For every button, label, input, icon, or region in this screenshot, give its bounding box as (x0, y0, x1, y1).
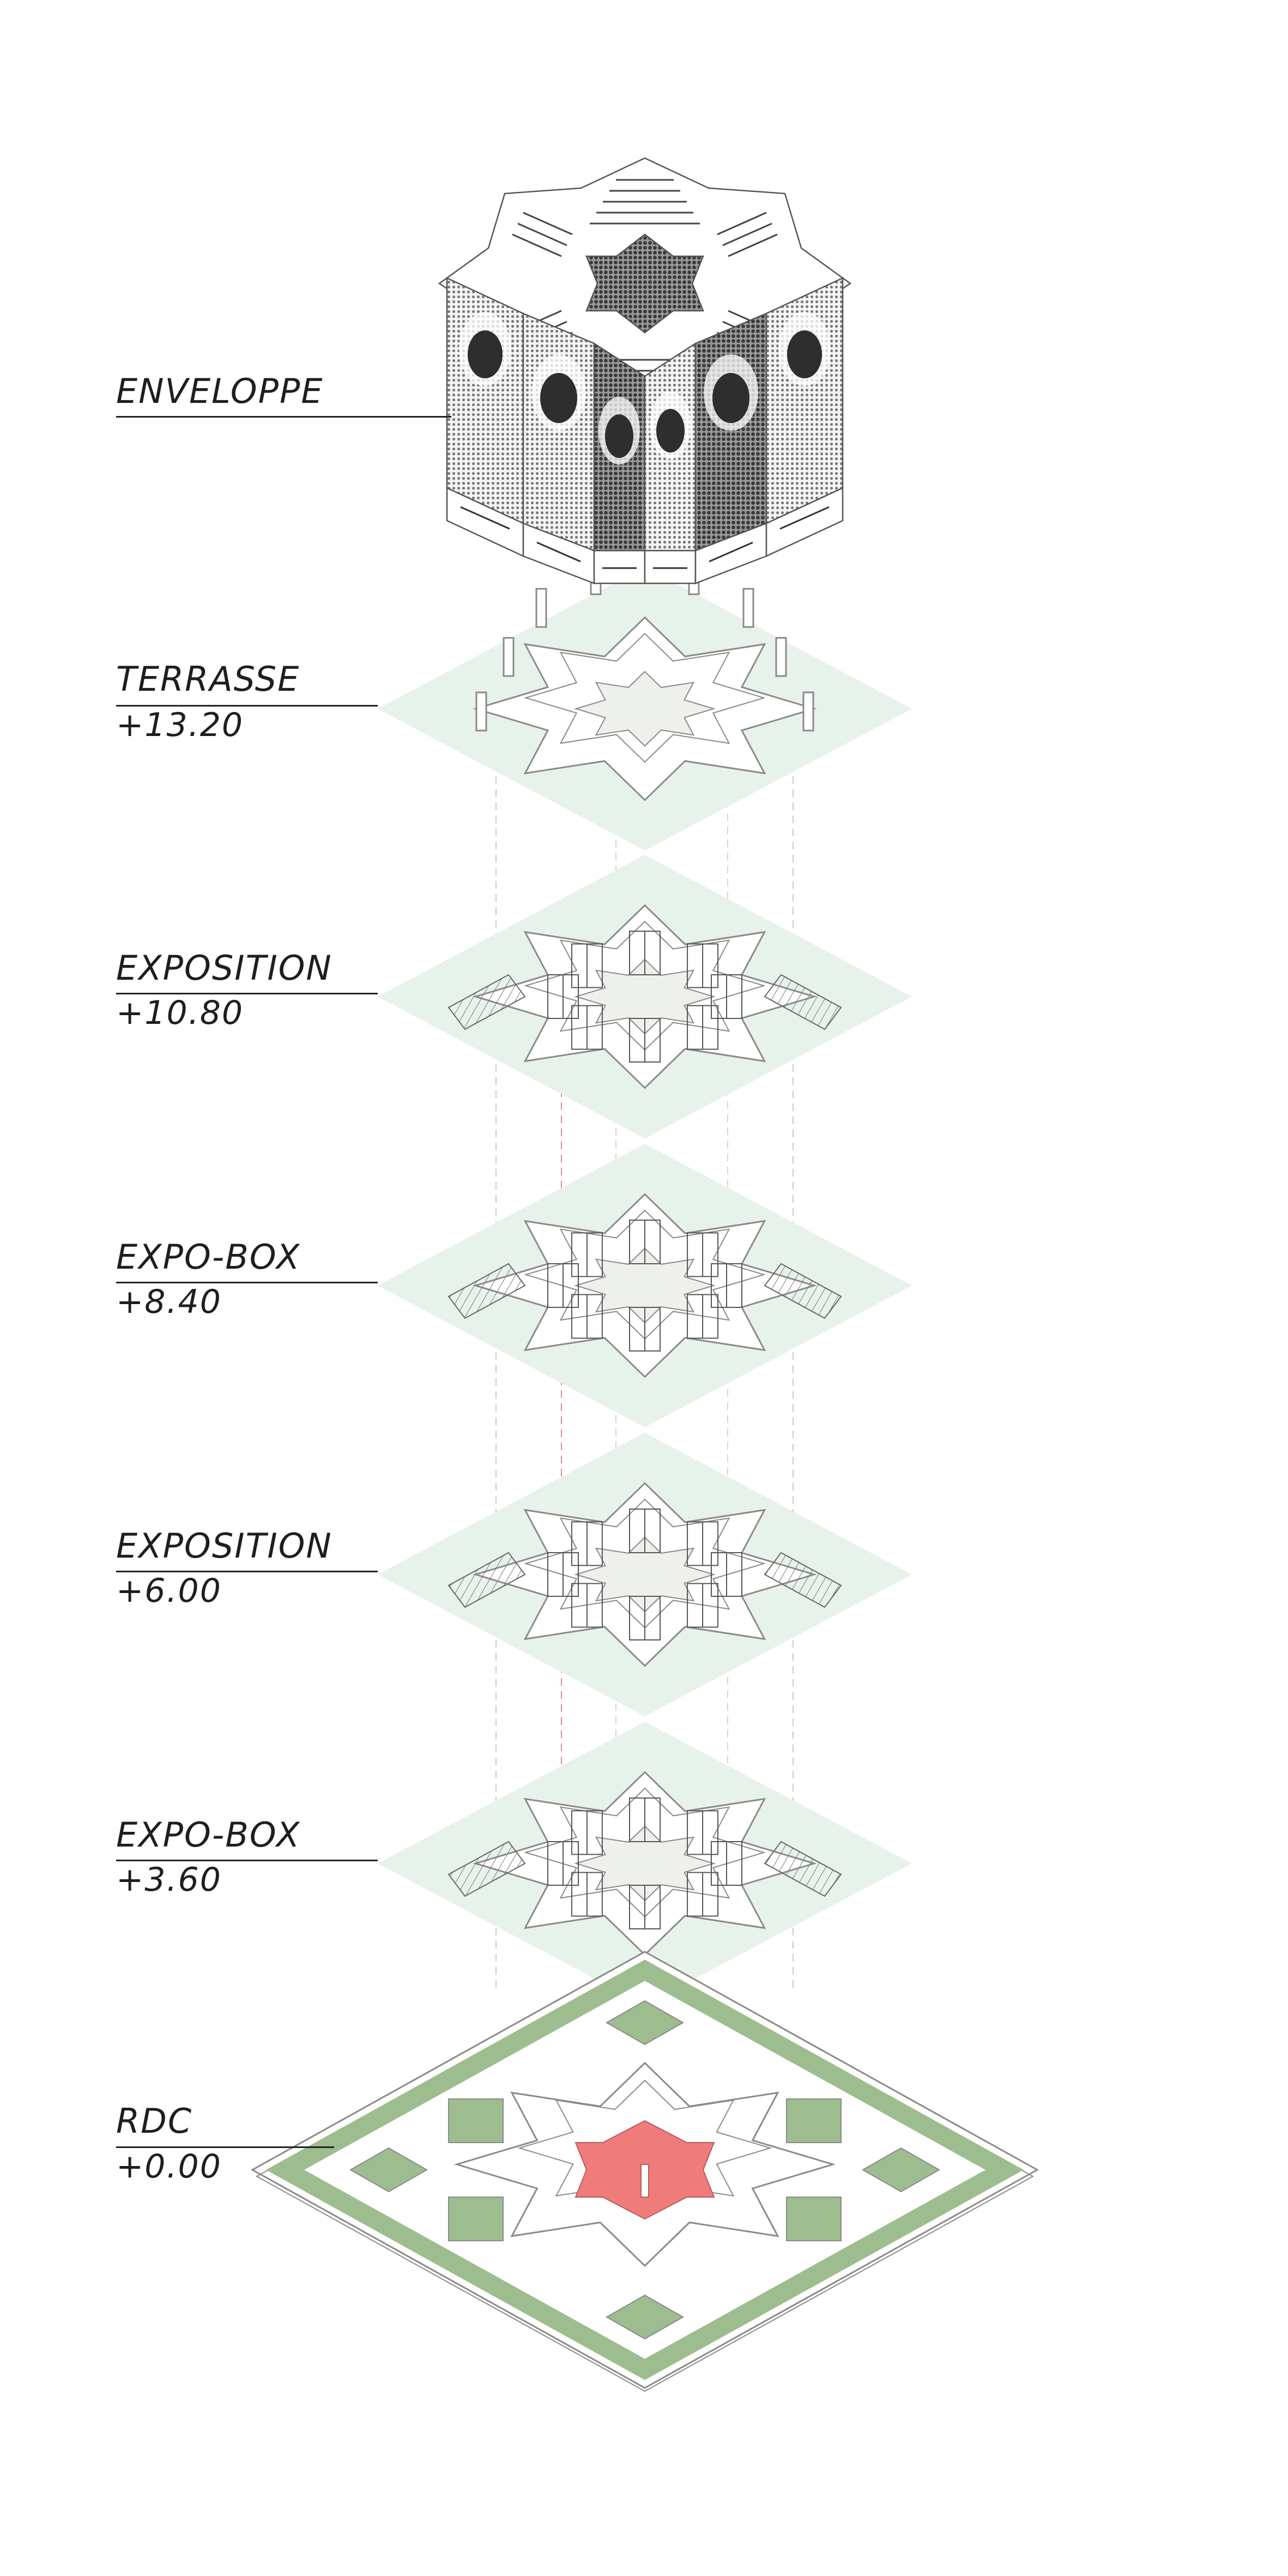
glazed-panels (547, 1509, 742, 1640)
green-planter (786, 2197, 842, 2241)
stair (764, 974, 842, 1030)
level-elevation: +0.00 (116, 2147, 222, 2186)
label-rule (116, 2146, 334, 2148)
label-rule (116, 993, 378, 994)
label-rule (116, 1860, 378, 1861)
green-planter (349, 2147, 428, 2193)
stair (764, 1552, 842, 1608)
stair (448, 1841, 526, 1897)
stair (448, 974, 526, 1030)
green-planter (605, 2000, 685, 2046)
stair (448, 1263, 526, 1319)
label-rule (116, 1571, 378, 1572)
level-elevation: +8.40 (116, 1283, 222, 1321)
column (802, 691, 814, 732)
label-rule (116, 705, 378, 707)
level-name: TERRASSE (116, 659, 300, 699)
column (775, 637, 787, 677)
level-elevation: +13.20 (116, 706, 244, 744)
level-name: RDC (116, 2101, 193, 2141)
level-name: EXPOSITION (116, 948, 332, 988)
green-planter (448, 2197, 504, 2241)
stair (448, 1552, 526, 1608)
column (475, 691, 487, 732)
stair (764, 1263, 842, 1319)
level-elevation: +10.80 (116, 994, 244, 1032)
floor-slab (378, 1722, 912, 2005)
level-name: EXPO-BOX (116, 1237, 301, 1277)
floor-slab (378, 539, 912, 850)
floor-slab (378, 1144, 912, 1427)
floor-slab (378, 855, 912, 1138)
green-planter (786, 2098, 842, 2143)
green-planter (861, 2147, 941, 2193)
central-void (574, 671, 716, 747)
glazed-panels (547, 1220, 742, 1352)
floor-slabs (250, 539, 1039, 2392)
label-rule (116, 416, 451, 418)
level-elevation: +3.60 (116, 1861, 222, 1899)
stair (764, 1841, 842, 1897)
column (535, 588, 547, 628)
floor-slab (378, 1433, 912, 1716)
level-elevation: +6.00 (116, 1572, 222, 1610)
green-border (265, 1959, 1024, 2380)
green-planter (448, 2098, 504, 2143)
level-name: ENVELOPPE (116, 371, 324, 411)
entrance-highlight (575, 2120, 715, 2220)
glazed-panels (547, 1797, 742, 1929)
envelope-volume (438, 157, 852, 584)
column (503, 637, 515, 677)
level-name: EXPOSITION (116, 1526, 332, 1566)
label-rule (116, 1282, 378, 1283)
level-name: EXPO-BOX (116, 1815, 301, 1855)
glazed-panels (547, 931, 742, 1063)
column (742, 588, 754, 628)
green-planter (605, 2294, 685, 2340)
